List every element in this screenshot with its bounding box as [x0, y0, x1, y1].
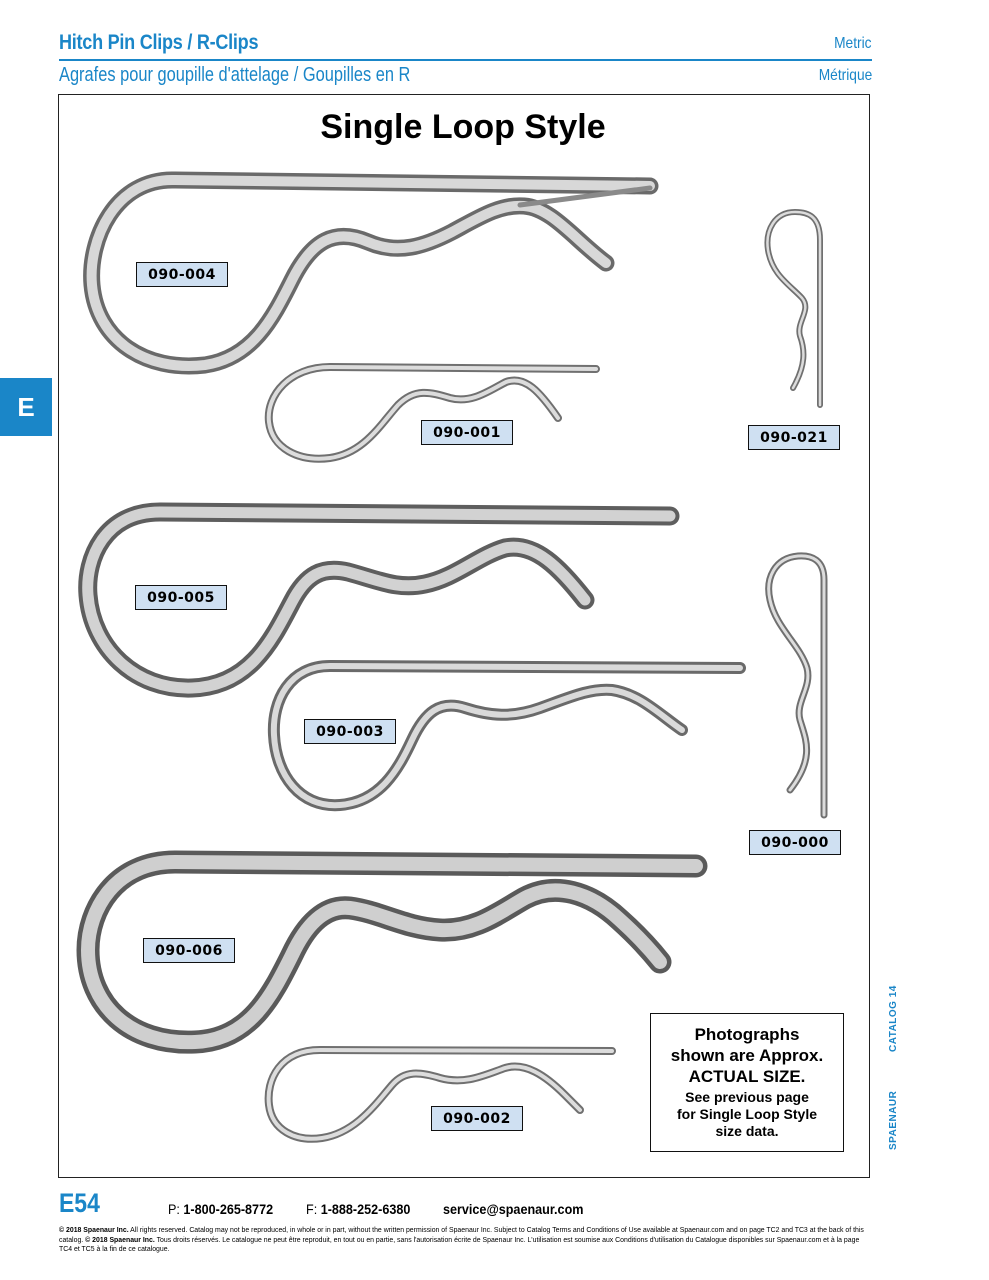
- legal-en-copyright: © 2018 Spaenaur Inc.: [59, 1225, 129, 1234]
- part-label-090-001[interactable]: 090-001: [421, 420, 513, 445]
- part-label-090-002[interactable]: 090-002: [431, 1106, 523, 1131]
- header-metric-en: Metric: [834, 35, 872, 52]
- catalog-edition: CATALOG 14: [888, 985, 899, 1052]
- part-label-090-000[interactable]: 090-000: [749, 830, 841, 855]
- part-label-090-021[interactable]: 090-021: [748, 425, 840, 450]
- section-tab[interactable]: E: [0, 378, 52, 436]
- legal-notice: © 2018 Spaenaur Inc. All rights reserved…: [59, 1225, 869, 1254]
- note-line-2: shown are Approx.: [670, 1046, 824, 1065]
- email-link[interactable]: service@spaenaur.com: [443, 1201, 584, 1217]
- contact-email: service@spaenaur.com: [443, 1201, 583, 1217]
- note-line-1: Photographs: [694, 1025, 800, 1044]
- header-title-fr: Agrafes pour goupille d'attelage / Goupi…: [59, 64, 411, 86]
- clip-090-005-image: [78, 502, 680, 698]
- header-metric-fr: Métrique: [818, 67, 872, 84]
- clip-090-021-image: [764, 209, 823, 408]
- clip-090-003-image: [267, 660, 746, 812]
- part-label-090-005[interactable]: 090-005: [135, 585, 227, 610]
- part-label-090-006[interactable]: 090-006: [143, 938, 235, 963]
- legal-en-text: All rights reserved. Catalog may not be …: [59, 1225, 864, 1244]
- note-line-4: See previous page: [685, 1089, 809, 1105]
- clip-090-001-image: [264, 363, 600, 463]
- page-number: E54: [59, 1188, 100, 1218]
- contact-phone: P: 1-800-265-8772: [168, 1201, 273, 1217]
- header-title-en: Hitch Pin Clips / R-Clips: [59, 31, 259, 54]
- part-label-090-003[interactable]: 090-003: [304, 719, 396, 744]
- clip-090-000-image: [765, 552, 828, 819]
- content-frame: [58, 94, 870, 1178]
- note-line-3: ACTUAL SIZE.: [688, 1067, 806, 1086]
- legal-fr-copyright: © 2018 Spaenaur Inc.: [85, 1234, 155, 1244]
- fax-label: F:: [306, 1201, 318, 1217]
- actual-size-note: Photographs shown are Approx. ACTUAL SIZ…: [650, 1013, 844, 1152]
- legal-fr-text: Tous droits réservés. Le catalogue ne pe…: [59, 1234, 860, 1254]
- note-line-6: size data.: [715, 1123, 779, 1139]
- page-title: Single Loop Style: [320, 108, 606, 146]
- phone-label: P:: [168, 1201, 180, 1217]
- phone-number[interactable]: 1-800-265-8772: [183, 1201, 274, 1217]
- part-label-090-004[interactable]: 090-004: [136, 262, 228, 287]
- contact-fax: F: 1-888-252-6380: [306, 1201, 410, 1217]
- clip-090-004-image: [83, 171, 659, 375]
- clip-090-002-image: [264, 1046, 616, 1143]
- clip-090-006-image: [76, 850, 708, 1054]
- note-line-5: for Single Loop Style: [676, 1106, 817, 1122]
- fax-number: 1-888-252-6380: [320, 1201, 411, 1217]
- brand-logo: SPAENAUR: [888, 1090, 899, 1150]
- header-rule-top: [59, 59, 872, 61]
